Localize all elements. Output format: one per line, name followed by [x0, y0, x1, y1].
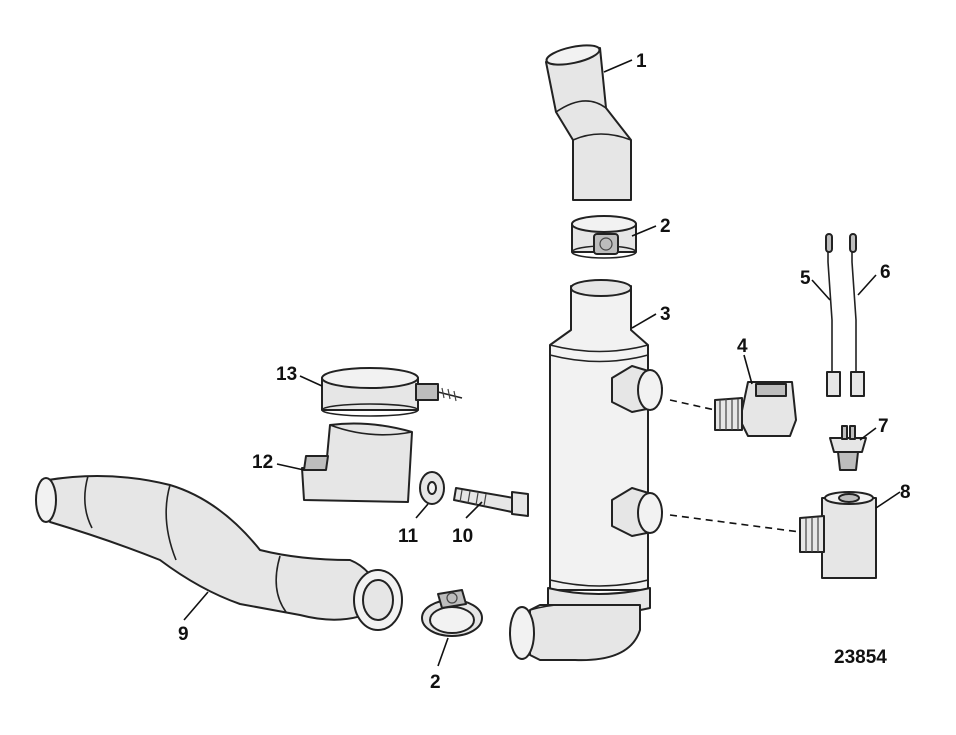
assembly-line-port-lower: [669, 514, 801, 533]
callout-5: 5: [800, 268, 811, 289]
callout-4: 4: [737, 336, 748, 357]
callout-12: 12: [252, 452, 273, 473]
leader-8: [875, 491, 901, 509]
leader-4: [743, 354, 753, 385]
leader-7: [859, 427, 877, 441]
leader-2-bottom: [437, 637, 449, 667]
part-wire-6: [849, 233, 865, 397]
part-temperature-sender: [829, 425, 867, 471]
part-cooler-body: [509, 279, 663, 662]
callout-11: 11: [398, 526, 419, 547]
leader-9: [183, 591, 209, 621]
part-tee-fitting: [799, 491, 877, 579]
part-lower-hose: [35, 475, 403, 631]
leader-2-top: [631, 225, 657, 237]
callout-2-top: 2: [660, 216, 671, 237]
assembly-line-port-upper: [669, 399, 716, 411]
leader-13: [299, 375, 323, 387]
part-elbow-fitting: [714, 381, 797, 437]
callout-9: 9: [178, 624, 189, 645]
leader-11: [415, 503, 429, 519]
part-upper-elbow-hose: [545, 44, 632, 201]
callout-2-bottom: 2: [430, 672, 441, 693]
part-band-clamp: [321, 367, 463, 417]
part-lower-hose-clamp: [421, 589, 483, 637]
leader-1: [603, 59, 633, 73]
callout-13: 13: [276, 364, 297, 385]
callout-7: 7: [878, 416, 889, 437]
callout-10: 10: [452, 526, 473, 547]
leader-5: [811, 279, 831, 301]
leader-6: [857, 274, 877, 296]
leader-10: [465, 501, 483, 519]
part-wire-5: [825, 233, 841, 397]
part-upper-hose-clamp: [571, 215, 637, 259]
leader-12: [276, 463, 305, 471]
part-mounting-bracket: [301, 422, 413, 503]
callout-1: 1: [636, 51, 647, 72]
callout-3: 3: [660, 304, 671, 325]
callout-8: 8: [900, 482, 911, 503]
callout-6: 6: [880, 262, 891, 283]
leader-3: [631, 313, 657, 329]
part-bolt: [453, 487, 529, 517]
part-washer: [419, 471, 445, 505]
figure-number: 23854: [834, 647, 887, 668]
